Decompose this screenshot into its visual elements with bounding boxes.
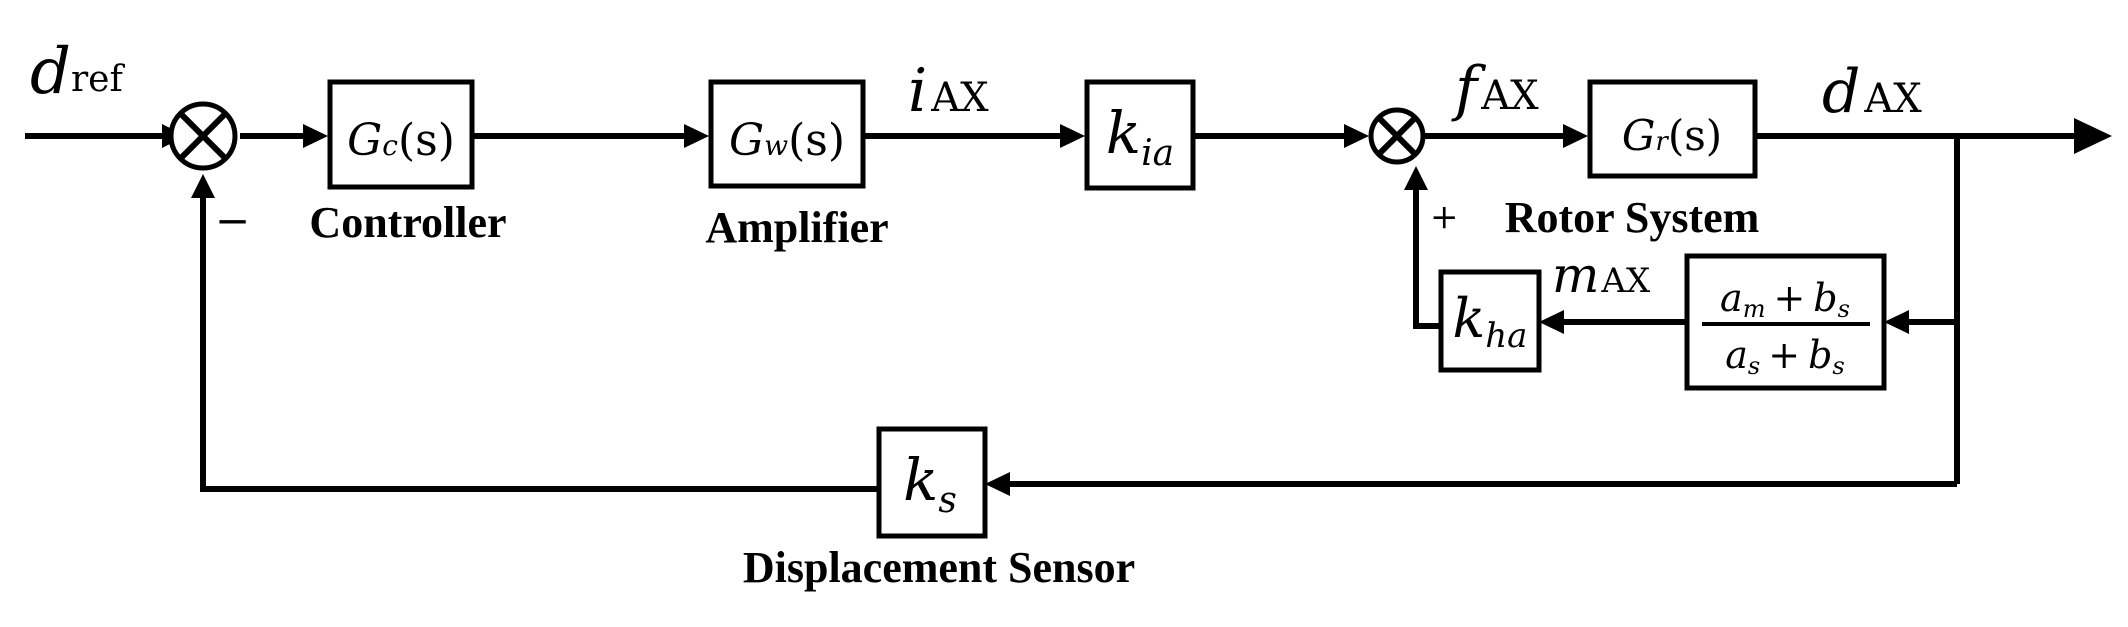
- signal-m-ax: mAX: [1552, 246, 1651, 304]
- amplifier-tf-main: G: [729, 115, 764, 166]
- m-ax-main: m: [1552, 246, 1599, 304]
- svg-text:ks: ks: [903, 446, 957, 521]
- arrow-sum1-to-controller: [303, 124, 328, 148]
- signal-d-ref: dref: [30, 35, 125, 109]
- svg-text:kha: kha: [1453, 287, 1528, 356]
- controller-caption: Controller: [309, 198, 506, 247]
- controller-block: Gc(s): [327, 79, 475, 190]
- kia-sub: ia: [1141, 133, 1174, 174]
- rotor-system-caption: Rotor System: [1505, 193, 1760, 242]
- ratio-den-a-sub: s: [1748, 352, 1760, 380]
- ratio-num-b-sub: s: [1838, 295, 1850, 323]
- m-ax-sub: AX: [1600, 261, 1651, 301]
- svg-text:Gw(s): Gw(s): [729, 115, 845, 166]
- kia-main: k: [1106, 99, 1141, 167]
- d-ref-main: d: [30, 35, 71, 109]
- svg-text:Gc(s): Gc(s): [347, 115, 455, 166]
- i-ax-main: i: [908, 56, 927, 126]
- ratio-num-plus: +: [1773, 276, 1805, 320]
- ratio-num-a: a: [1720, 276, 1743, 320]
- ratio-num-b: b: [1813, 276, 1837, 320]
- ks-sub: s: [938, 480, 956, 521]
- kha-main: k: [1453, 287, 1486, 350]
- arrow-branch-to-ratio: [1884, 310, 1909, 334]
- svg-text:Gr(s): Gr(s): [1622, 111, 1722, 160]
- sum1-minus-sign: −: [215, 196, 250, 245]
- amplifier-block: Gw(s): [708, 79, 866, 189]
- arrow-ks-to-sum1: [191, 174, 215, 198]
- d-ref-sub: ref: [71, 59, 126, 100]
- d-ax-main: d: [1822, 57, 1860, 127]
- f-ax-sub: AX: [1480, 73, 1539, 119]
- i-ax-sub: AX: [930, 75, 989, 121]
- rotor-system-block: Gr(s): [1587, 79, 1758, 179]
- wire-kha-to-sum2: [1413, 190, 1441, 329]
- summing-junction-force: [1368, 107, 1426, 165]
- kia-gain-block: kia: [1084, 79, 1196, 191]
- amplifier-tf-arg: (s): [788, 115, 845, 166]
- svg-text:am+bs: am+bs: [1720, 276, 1850, 323]
- ratio-num-a-sub: m: [1743, 295, 1766, 323]
- amplifier-tf-sub: w: [764, 129, 788, 162]
- kha-gain-block: kha: [1438, 269, 1542, 373]
- controller-tf-sub: c: [382, 129, 398, 162]
- rotor-tf-main: G: [1622, 111, 1656, 160]
- arrow-controller-to-amplifier: [684, 124, 709, 148]
- controller-tf-arg: (s): [398, 115, 455, 166]
- arrow-branch-to-ks: [985, 472, 1010, 496]
- controller-tf-main: G: [347, 115, 382, 166]
- ks-main: k: [903, 446, 938, 514]
- svg-text:kia: kia: [1106, 99, 1174, 174]
- rotor-tf-sub: r: [1655, 127, 1669, 157]
- ratio-den-b: b: [1808, 333, 1832, 377]
- summing-junction-reference: [168, 101, 238, 171]
- arrow-sum2-to-rotor: [1563, 124, 1588, 148]
- arrow-output: [2074, 118, 2112, 154]
- d-ax-sub: AX: [1863, 76, 1922, 122]
- kha-sub: ha: [1485, 316, 1527, 356]
- sum2-plus-sign: +: [1430, 197, 1459, 237]
- arrow-ratio-to-kha: [1539, 310, 1564, 334]
- rotor-tf-arg: (s): [1668, 111, 1722, 160]
- amplifier-caption: Amplifier: [705, 203, 888, 252]
- arrow-amplifier-to-kia: [1060, 124, 1085, 148]
- ratio-den-b-sub: s: [1832, 352, 1844, 380]
- ratio-block: am+bs as+bs: [1684, 253, 1887, 391]
- ratio-den-a: a: [1725, 333, 1748, 377]
- wire-ks-to-sum1: [200, 198, 879, 492]
- displacement-sensor-caption: Displacement Sensor: [743, 543, 1135, 592]
- arrow-kia-to-sum2: [1344, 124, 1369, 148]
- ratio-den-plus: +: [1768, 333, 1800, 377]
- svg-text:as+bs: as+bs: [1725, 333, 1844, 380]
- arrow-kha-to-sum2: [1404, 166, 1428, 190]
- ks-sensor-block: ks: [876, 426, 988, 539]
